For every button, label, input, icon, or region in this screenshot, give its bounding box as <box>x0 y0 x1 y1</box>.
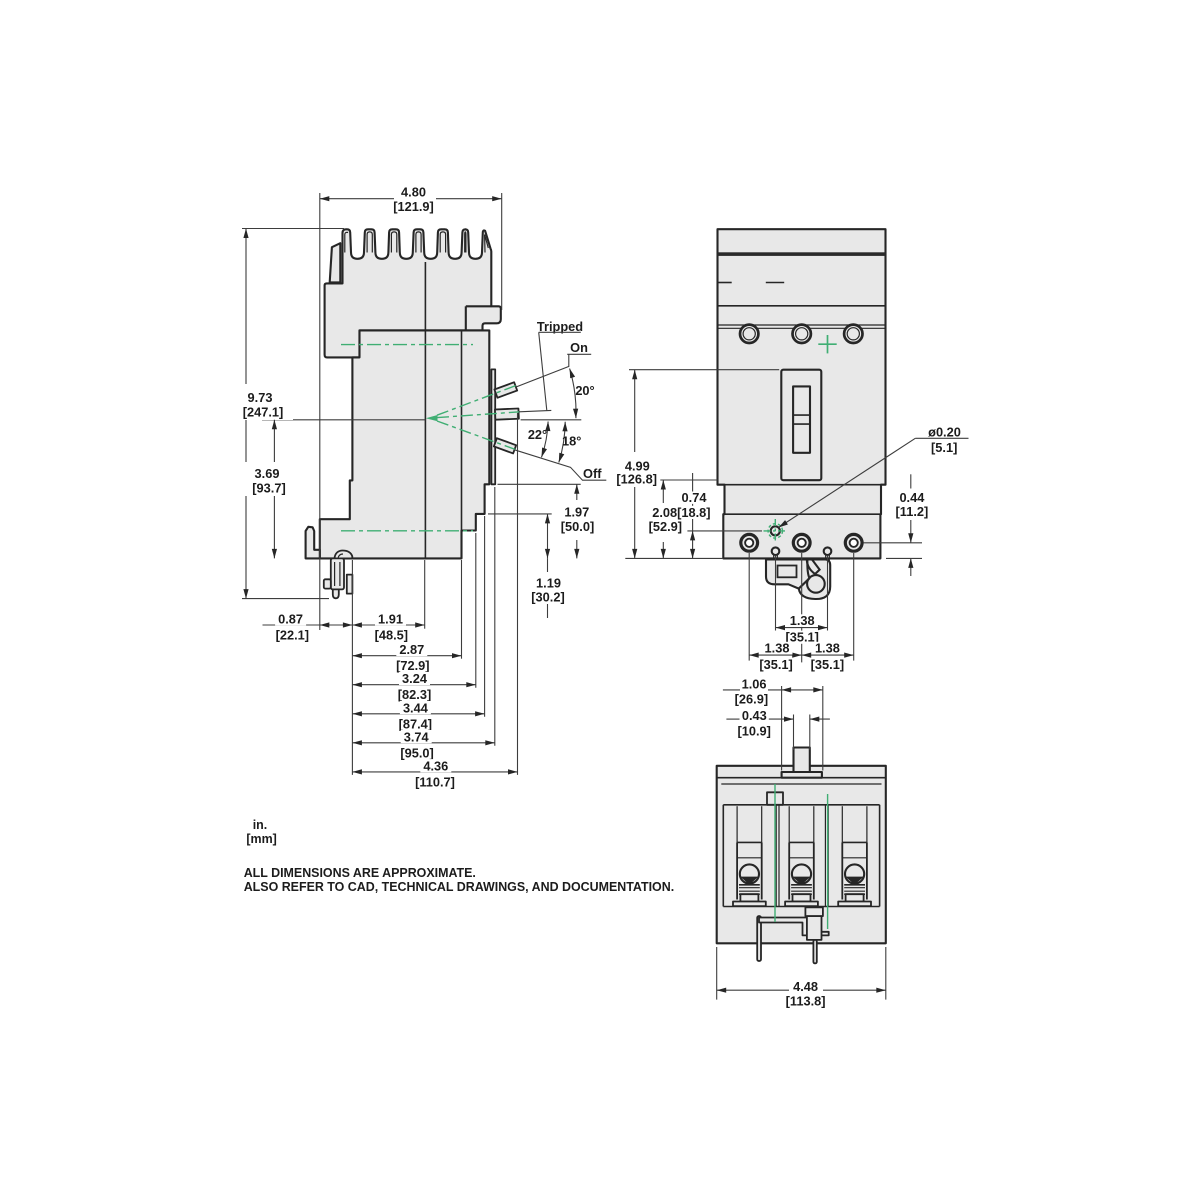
svg-text:1.19: 1.19 <box>536 575 561 590</box>
svg-text:ø0.20: ø0.20 <box>928 424 961 439</box>
svg-text:4.48: 4.48 <box>793 979 818 994</box>
svg-text:1.91: 1.91 <box>378 612 403 627</box>
svg-text:Off: Off <box>583 466 602 481</box>
svg-text:[30.2]: [30.2] <box>531 590 564 605</box>
svg-text:Tripped: Tripped <box>537 319 583 334</box>
svg-text:1.38: 1.38 <box>790 613 815 628</box>
svg-text:[48.5]: [48.5] <box>375 628 408 643</box>
svg-text:3.24: 3.24 <box>402 671 428 686</box>
svg-text:[113.8]: [113.8] <box>786 994 826 1009</box>
svg-text:4.99: 4.99 <box>625 458 650 473</box>
svg-text:[11.2]: [11.2] <box>896 504 929 519</box>
svg-text:[72.9]: [72.9] <box>396 658 429 673</box>
svg-text:1.38: 1.38 <box>765 641 790 656</box>
svg-text:[126.8]: [126.8] <box>616 471 657 486</box>
svg-text:2.08[18.8]: 2.08[18.8] <box>652 505 710 520</box>
svg-text:[82.3]: [82.3] <box>398 687 431 702</box>
svg-text:3.69: 3.69 <box>255 466 280 481</box>
svg-text:On: On <box>570 340 588 355</box>
svg-text:0.87: 0.87 <box>278 612 303 627</box>
svg-text:2.87: 2.87 <box>399 642 424 657</box>
svg-text:0.74: 0.74 <box>682 490 708 505</box>
svg-text:[50.0]: [50.0] <box>561 519 594 534</box>
svg-text:[35.1]: [35.1] <box>811 657 844 672</box>
svg-text:[110.7]: [110.7] <box>415 774 455 789</box>
svg-text:3.44: 3.44 <box>403 700 429 715</box>
svg-text:[52.9]: [52.9] <box>649 519 682 534</box>
svg-text:[247.1]: [247.1] <box>243 404 284 419</box>
svg-text:22°: 22° <box>528 427 547 442</box>
svg-text:[mm]: [mm] <box>246 832 276 846</box>
svg-text:4.36: 4.36 <box>423 758 448 773</box>
svg-text:[10.9]: [10.9] <box>737 723 770 738</box>
svg-text:1.38: 1.38 <box>815 641 840 656</box>
svg-text:0.44: 0.44 <box>899 490 925 505</box>
svg-text:0.43: 0.43 <box>742 708 767 723</box>
svg-text:[93.7]: [93.7] <box>252 480 285 495</box>
svg-text:1.06: 1.06 <box>742 677 767 692</box>
svg-text:[121.9]: [121.9] <box>393 199 434 214</box>
svg-text:[87.4]: [87.4] <box>399 716 432 731</box>
svg-text:ALL DIMENSIONS ARE APPROXIMATE: ALL DIMENSIONS ARE APPROXIMATE. <box>244 866 476 880</box>
svg-text:[5.1]: [5.1] <box>931 440 957 455</box>
svg-text:1.97: 1.97 <box>564 504 589 519</box>
svg-text:20°: 20° <box>575 383 594 398</box>
svg-text:[35.1]: [35.1] <box>785 630 818 645</box>
svg-text:4.80: 4.80 <box>401 184 426 199</box>
svg-text:9.73: 9.73 <box>248 390 273 405</box>
svg-text:ALSO REFER TO CAD, TECHNICAL D: ALSO REFER TO CAD, TECHNICAL DRAWINGS, A… <box>244 880 674 894</box>
svg-text:[95.0]: [95.0] <box>400 745 433 760</box>
svg-text:in.: in. <box>253 818 268 832</box>
svg-text:18°: 18° <box>562 434 581 449</box>
svg-text:3.74: 3.74 <box>404 729 430 744</box>
svg-text:[35.1]: [35.1] <box>759 657 792 672</box>
svg-text:[22.1]: [22.1] <box>276 628 309 643</box>
svg-text:[26.9]: [26.9] <box>735 692 768 707</box>
